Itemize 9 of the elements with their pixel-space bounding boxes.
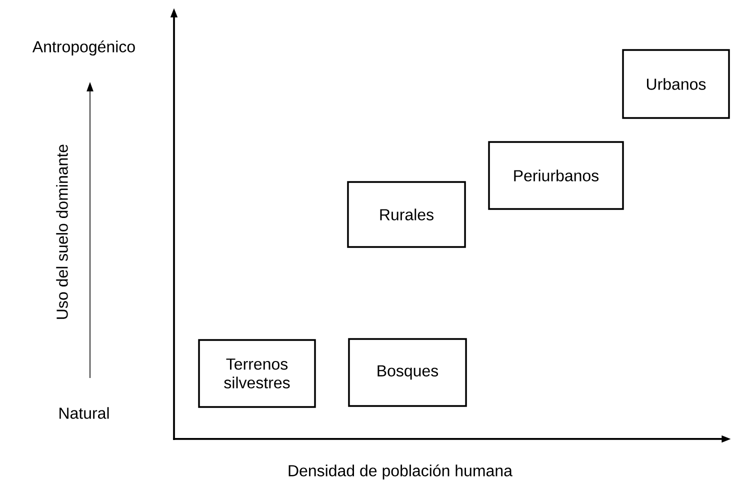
axis-title: Densidad de población humana [288,464,512,480]
category-box: Bosques [348,338,467,407]
category-box: Rurales [347,181,466,248]
category-box: Urbanos [622,49,730,119]
category-box: Periurbanos [488,141,624,210]
axis-label: Natural [60,407,109,419]
axis-title: Uso del suelo dominante [56,144,68,319]
category-box: Terrenos silvestres [198,339,316,408]
axis-label: Antropogénico [32,40,135,56]
